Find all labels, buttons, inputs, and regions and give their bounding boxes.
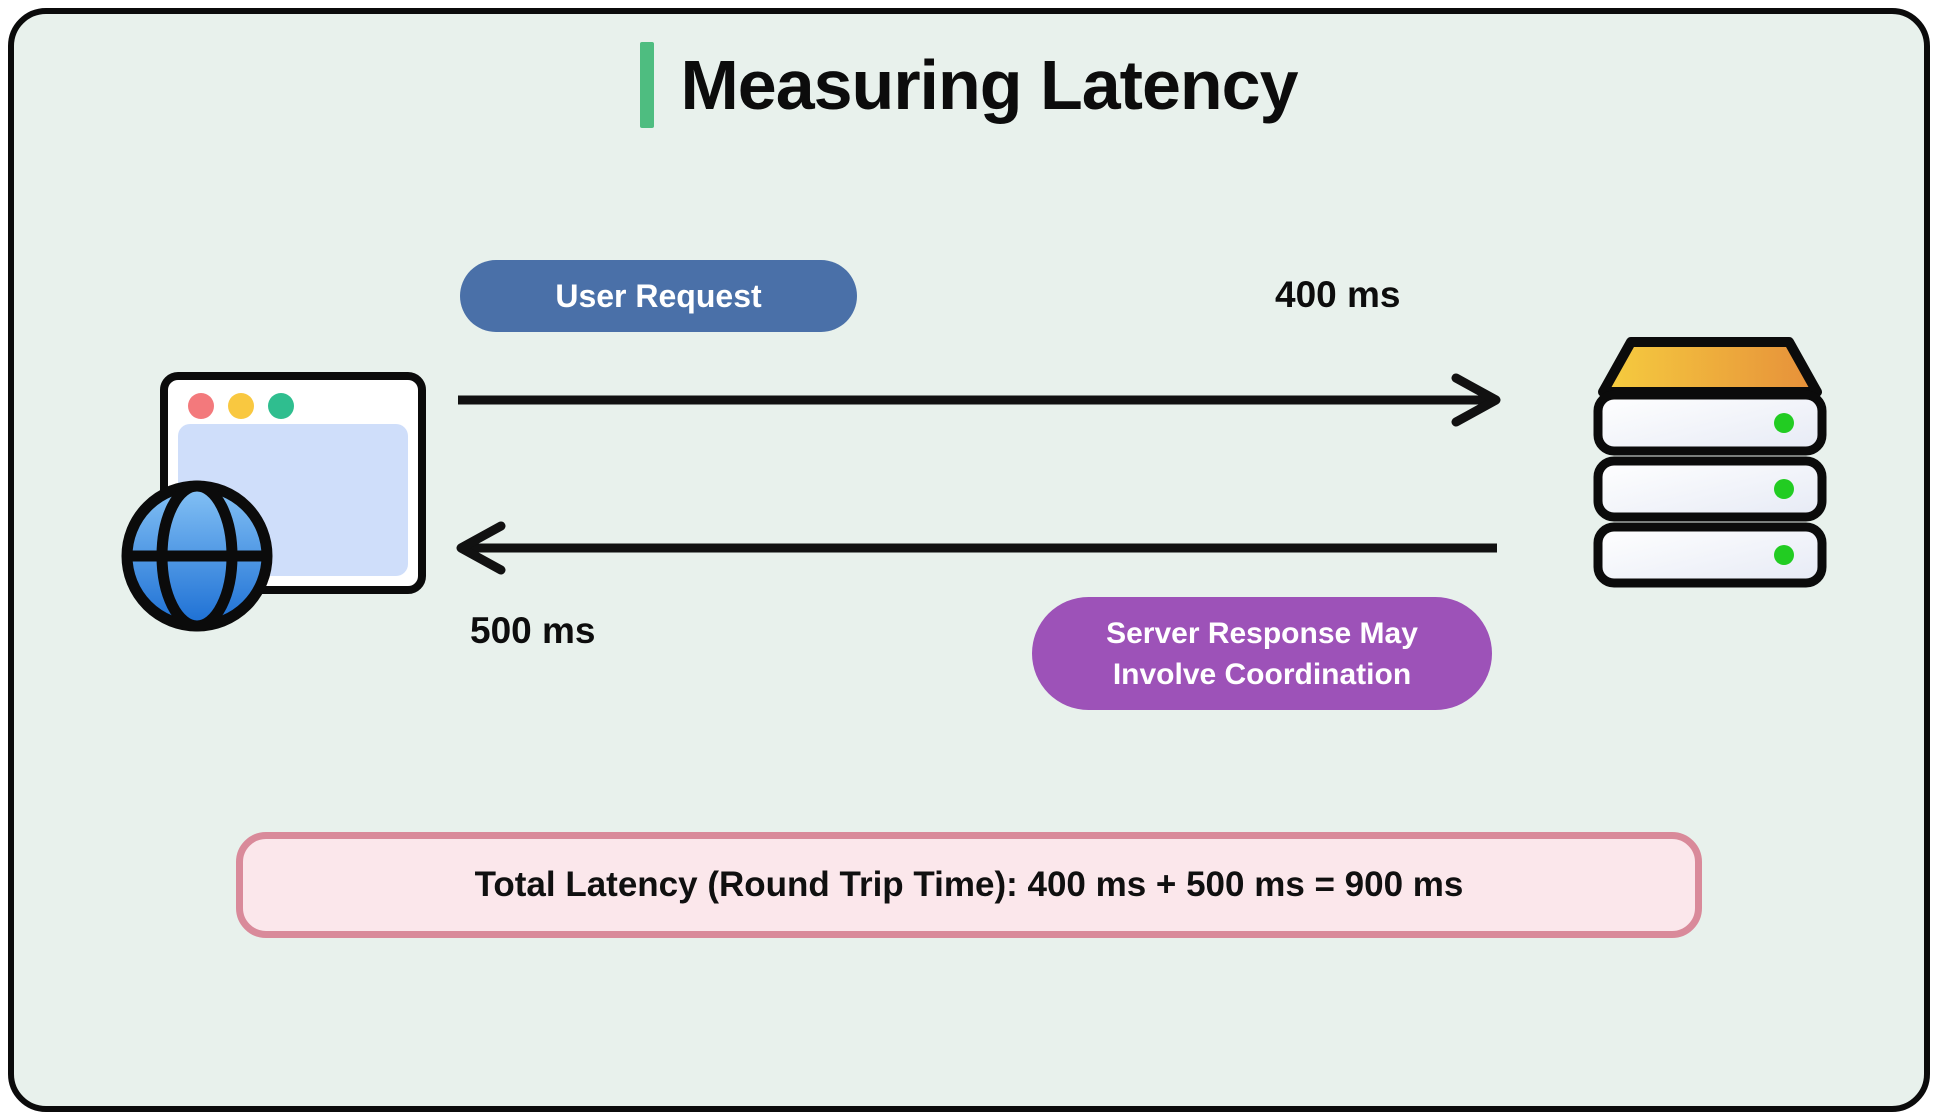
request-arrow [458, 373, 1501, 427]
total-latency-box: Total Latency (Round Trip Time): 400 ms … [236, 832, 1702, 938]
server-response-badge: Server Response May Involve Coordination [1032, 597, 1492, 710]
browser-traffic-dots [188, 393, 294, 419]
browser-dot-green-icon [268, 393, 294, 419]
title-accent-bar [640, 42, 655, 128]
response-arrow [456, 521, 1497, 575]
request-latency-label: 400 ms [1275, 274, 1401, 315]
server-stack-icon [1593, 337, 1827, 588]
response-latency-label: 500 ms [470, 610, 596, 651]
server-led-icon [1774, 413, 1794, 433]
user-request-label: User Request [555, 277, 762, 314]
user-request-badge: User Request [460, 260, 857, 332]
server-led-icon [1774, 479, 1794, 499]
title-row: Measuring Latency [0, 42, 1938, 128]
server-response-label: Server Response May Involve Coordination [1106, 616, 1418, 691]
page-title: Measuring Latency [680, 46, 1298, 124]
browser-dot-yellow-icon [228, 393, 254, 419]
server-led-icon [1774, 545, 1794, 565]
globe-icon [121, 480, 273, 632]
total-latency-text: Total Latency (Round Trip Time): 400 ms … [474, 865, 1464, 904]
browser-dot-red-icon [188, 393, 214, 419]
